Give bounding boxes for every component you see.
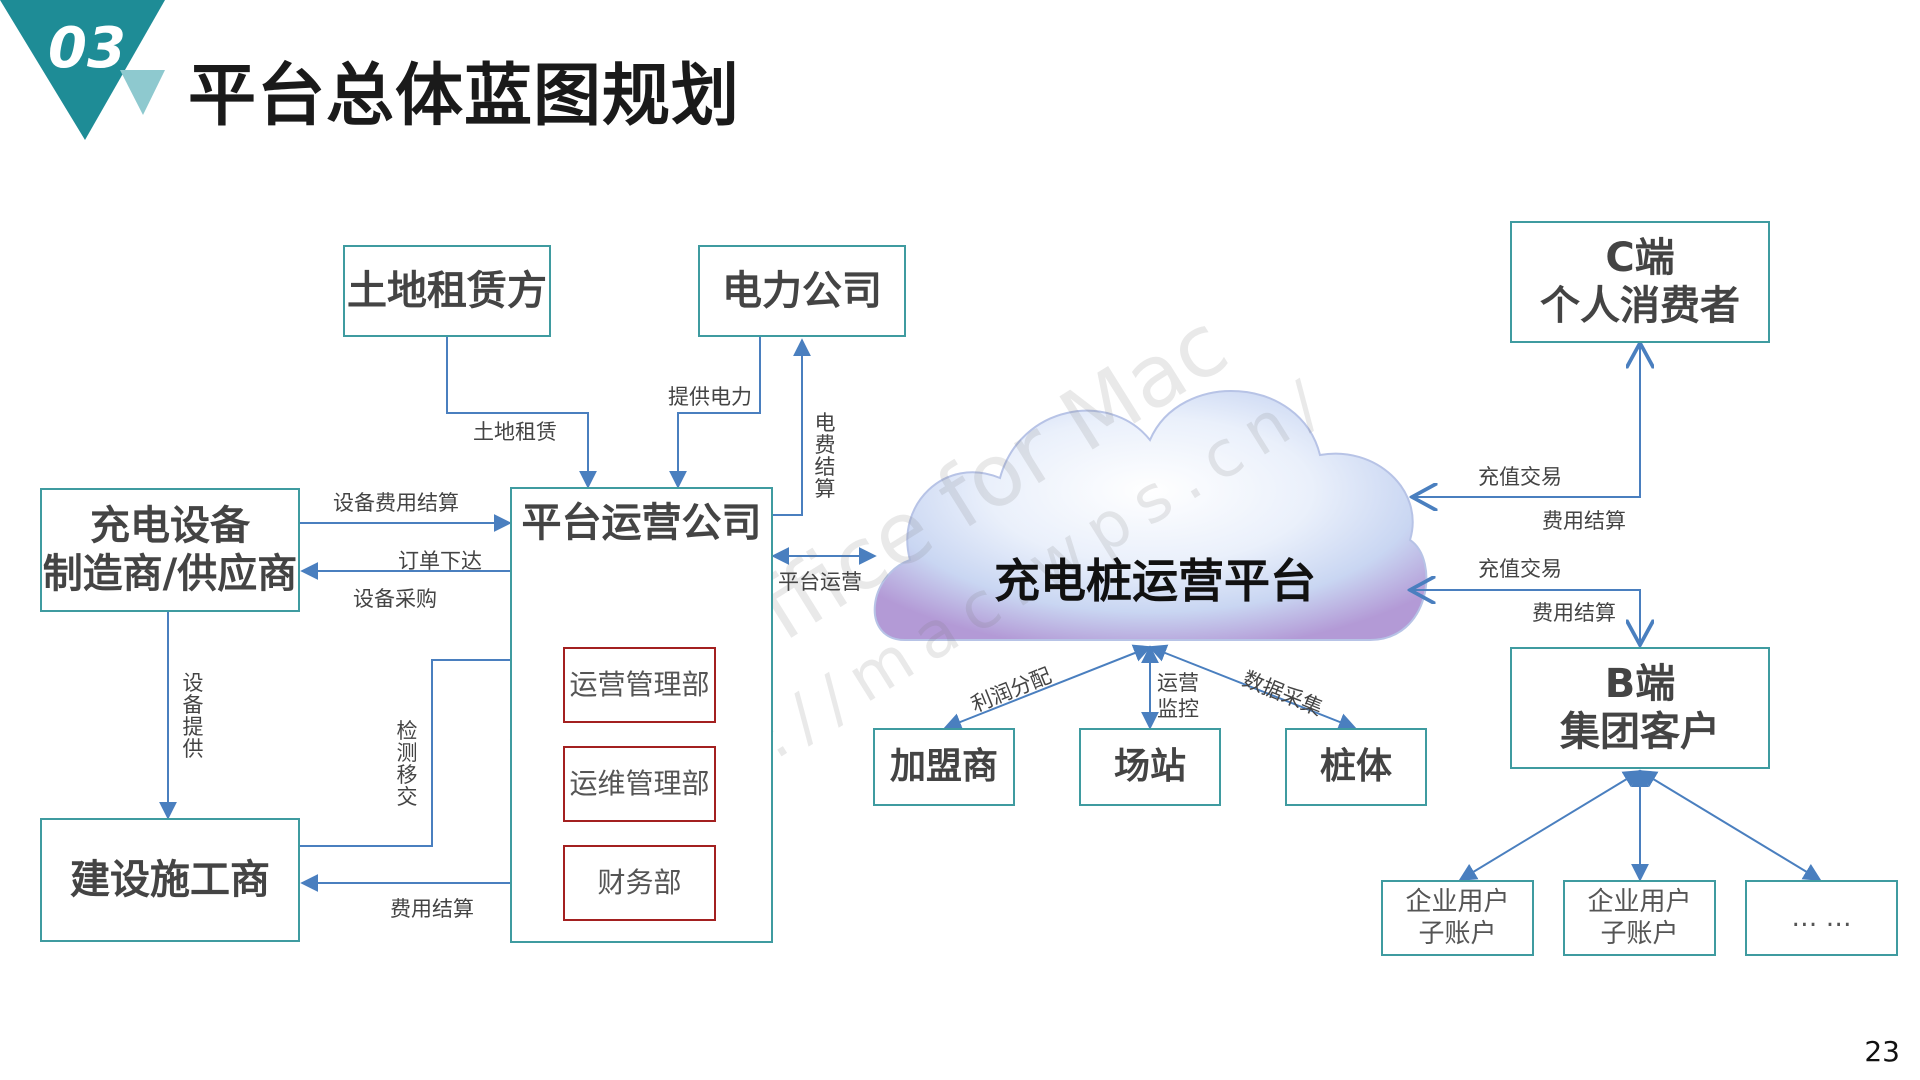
node-label: … …	[1791, 902, 1852, 933]
node-label-line2: 个人消费者	[1540, 283, 1740, 329]
edge-label-ops-monitor-1: 运营	[1157, 671, 1199, 695]
node-cloud-platform: 充电桩运营平台	[994, 554, 1316, 608]
node-label-line1: 企业用户	[1405, 886, 1510, 917]
edge-label-b-recharge: 充值交易	[1478, 557, 1562, 581]
node-label: 电力公司	[722, 268, 882, 314]
node-label: 运营管理部	[569, 668, 710, 702]
node-label: 财务部	[597, 866, 682, 900]
cloud-shape	[873, 390, 1428, 641]
node-label: 场站	[1113, 746, 1186, 788]
edge-label-cost-settlement: 费用结算	[390, 897, 474, 921]
node-label-line1: 企业用户	[1587, 886, 1692, 917]
node-b-end: B端 集团客户	[1510, 647, 1770, 769]
node-label-line1: B端	[1604, 661, 1676, 707]
edge-label-inspection-handover: 检测移交	[396, 719, 418, 809]
edge-label-c-recharge: 充值交易	[1478, 465, 1562, 489]
node-label-line2: 制造商/供应商	[42, 551, 298, 597]
edge-label-land-lease: 土地租赁	[473, 420, 557, 444]
node-label: 平台运营公司	[521, 500, 762, 546]
edge-label-c-settlement: 费用结算	[1542, 509, 1626, 533]
edge-label-order-issue: 订单下达	[398, 549, 482, 573]
node-sub-account-2: 企业用户 子账户	[1563, 880, 1716, 956]
edge-label-supply-power: 提供电力	[668, 385, 752, 409]
node-power-company: 电力公司	[698, 245, 906, 337]
connectors	[159, 337, 1822, 892]
node-label: 桩体	[1319, 746, 1392, 788]
node-dept-maintenance: 运维管理部	[563, 746, 716, 822]
node-label: 土地租赁方	[347, 268, 547, 314]
edge-label-equipment-fee: 设备费用结算	[333, 491, 459, 515]
node-label-line2: 子账户	[1418, 919, 1497, 949]
edge-label-ops-monitor-2: 监控	[1157, 697, 1199, 721]
node-franchisee: 加盟商	[873, 728, 1015, 806]
node-station: 场站	[1079, 728, 1221, 806]
node-c-end: C端 个人消费者	[1510, 221, 1770, 343]
node-more: … …	[1745, 880, 1898, 956]
node-label-line2: 子账户	[1600, 919, 1679, 949]
page-number: 23	[1864, 1035, 1900, 1068]
node-label-line2: 集团客户	[1560, 709, 1720, 755]
node-label-line1: C端	[1605, 235, 1675, 281]
node-pile: 桩体	[1285, 728, 1427, 806]
node-sub-account-1: 企业用户 子账户	[1381, 880, 1534, 956]
section-number: 03	[48, 16, 126, 81]
edge-label-platform-operation: 平台运营	[778, 570, 862, 594]
edge-label-equipment-purchase: 设备采购	[353, 587, 437, 611]
node-label-line1: 充电设备	[90, 503, 250, 549]
page-title: 平台总体蓝图规划	[188, 57, 741, 136]
node-contractor: 建设施工商	[40, 818, 300, 942]
node-land-lessor: 土地租赁方	[343, 245, 551, 337]
section-badge	[0, 0, 165, 140]
node-label: 运维管理部	[569, 767, 710, 801]
edge-label-electricity-settlement: 电费结算	[814, 411, 836, 501]
edge-label-equipment-supply: 设备提供	[182, 671, 204, 761]
edge-label-b-settlement: 费用结算	[1532, 601, 1616, 625]
node-label: 加盟商	[889, 746, 998, 788]
node-dept-operations: 运营管理部	[563, 647, 716, 723]
node-dept-finance: 财务部	[563, 845, 716, 921]
node-equipment-vendor: 充电设备 制造商/供应商	[40, 488, 300, 612]
node-label: 建设施工商	[70, 857, 270, 903]
